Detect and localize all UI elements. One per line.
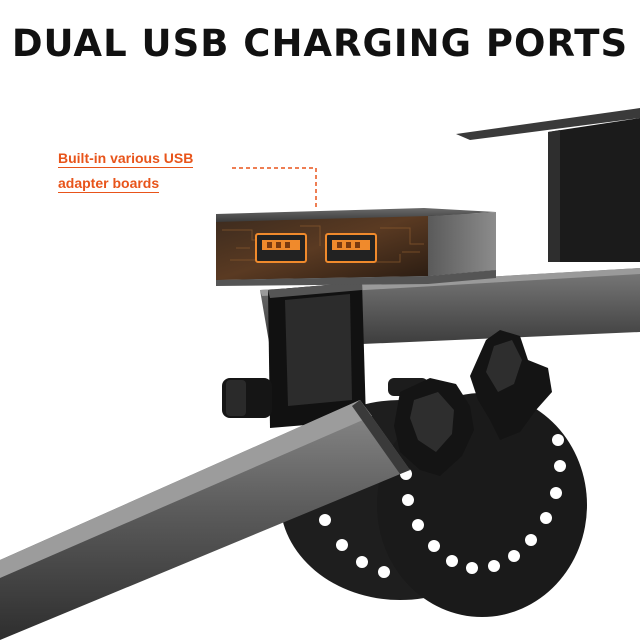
- callout-text-line-1: Built-in various USB: [58, 150, 194, 168]
- page-headline: DUAL USB CHARGING PORTS: [11, 22, 629, 65]
- front-diagonal-tube: [0, 400, 410, 640]
- square-clamp-bracket: [268, 282, 366, 428]
- upper-shelf-bracket: [456, 108, 640, 262]
- usb-port-icon: [325, 233, 377, 263]
- star-knob-icon: [388, 378, 474, 476]
- callout-text-line-2: adapter boards: [58, 175, 160, 193]
- star-knob-icon: [470, 330, 552, 440]
- left-knob: [222, 378, 272, 418]
- usb-port-icon: [255, 233, 307, 263]
- callout-leader-line: [232, 167, 317, 208]
